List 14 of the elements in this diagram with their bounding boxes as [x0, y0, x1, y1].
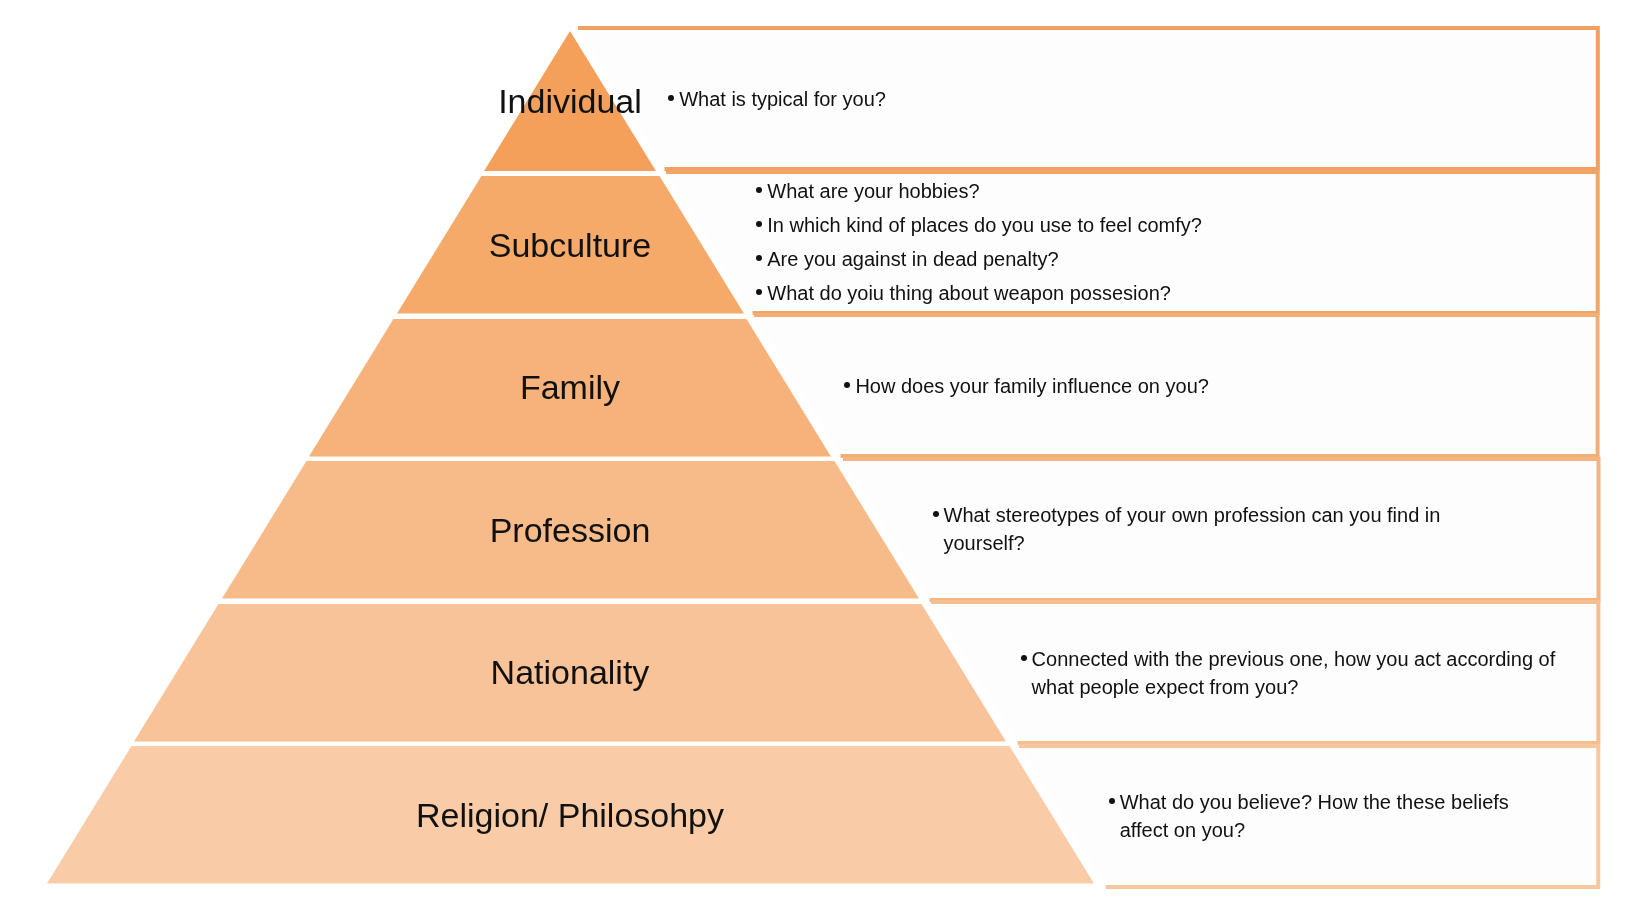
question-text: In which kind of places do you use to feel comfy?	[767, 213, 1202, 238]
layer-label: Religion/ Philosohpy	[415, 797, 725, 832]
question-text: What are your hobbies?	[767, 179, 980, 204]
question-text: Are you against in dead penalty?	[767, 247, 1059, 272]
layer-label: Subculture	[488, 227, 652, 262]
question-text: What do yoiu thing about weapon possesion?	[767, 281, 1171, 306]
layer-label: Nationality	[490, 655, 650, 690]
question-text: What do you believe? How the these beliefs affect on you?	[1119, 790, 1510, 843]
question-text: How does your family influence on you?	[855, 373, 1209, 399]
question-text: Connected with the previous one, how you act according of what people expect from you?	[1031, 646, 1557, 700]
question-text: What stereotypes of your own profession can you find in yourself?	[943, 503, 1442, 556]
layer-label: Family	[519, 370, 621, 405]
layer-label: Profession	[489, 512, 651, 547]
question-text: What is typical for you?	[679, 86, 886, 112]
